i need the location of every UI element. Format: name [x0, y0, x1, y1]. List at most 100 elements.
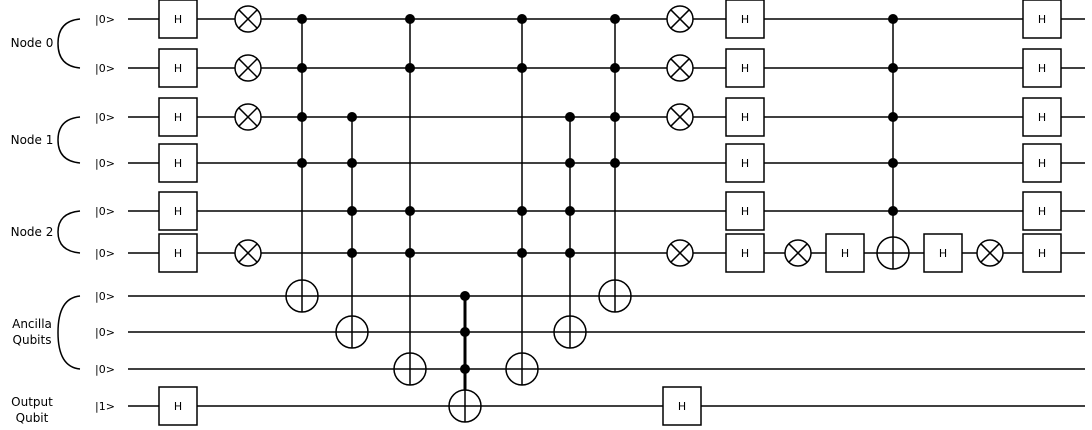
svg-text:H: H [741, 157, 749, 170]
control-dot [347, 206, 357, 216]
hadamard-gate: H [158, 386, 198, 426]
svg-text:H: H [174, 157, 182, 170]
control-dot [460, 291, 470, 301]
hadamard-gate: H [1022, 233, 1062, 273]
svg-text:H: H [174, 400, 182, 413]
cnot-target [335, 315, 369, 349]
hadamard-gate: H [923, 233, 963, 273]
control-dot [405, 63, 415, 73]
control-dot [565, 158, 575, 168]
control-dot [460, 364, 470, 374]
control-dot [347, 248, 357, 258]
qubit-init-5: |0> [95, 247, 115, 260]
qubit-init-1: |0> [95, 62, 115, 75]
group-label-1-0: Node 1 [11, 133, 54, 147]
pauli-x-gate [666, 54, 694, 82]
control-dot [517, 14, 527, 24]
control-dot [888, 112, 898, 122]
hadamard-gate: H [1022, 191, 1062, 231]
hadamard-gate: H [158, 233, 198, 273]
svg-text:H: H [741, 13, 749, 26]
control-dot [297, 14, 307, 24]
hadamard-gate: H [725, 233, 765, 273]
control-dot [405, 14, 415, 24]
control-dot [297, 158, 307, 168]
pauli-x-gate [666, 103, 694, 131]
hadamard-gate: H [1022, 143, 1062, 183]
control-dot [565, 206, 575, 216]
qubit-init-3: |0> [95, 157, 115, 170]
hadamard-gate: H [158, 0, 198, 39]
hadamard-gate: H [725, 97, 765, 137]
pauli-x-gate [666, 5, 694, 33]
group-label-3-0: Ancilla [12, 317, 52, 331]
svg-text:H: H [841, 247, 849, 260]
qubit-init-4: |0> [95, 205, 115, 218]
svg-text:H: H [174, 111, 182, 124]
svg-text:H: H [1038, 13, 1046, 26]
hadamard-gate: H [725, 143, 765, 183]
svg-text:H: H [741, 247, 749, 260]
cnot-target [505, 352, 539, 386]
cnot-target [285, 279, 319, 313]
hadamard-gate: H [725, 0, 765, 39]
hadamard-gate: H [662, 386, 702, 426]
svg-text:H: H [741, 111, 749, 124]
cnot-target [876, 236, 910, 270]
control-dot [405, 206, 415, 216]
svg-text:H: H [174, 62, 182, 75]
wires-layer [128, 18, 1085, 407]
control-dot [888, 158, 898, 168]
hadamard-gate: H [158, 97, 198, 137]
control-dot [517, 248, 527, 258]
pauli-x-gate [784, 239, 812, 267]
group-bracket-1 [57, 116, 81, 164]
control-dot [888, 206, 898, 216]
qubit-init-2: |0> [95, 111, 115, 124]
hadamard-gate: H [1022, 0, 1062, 39]
group-label-2-0: Node 2 [11, 225, 54, 239]
group-label-4-1: Qubit [16, 411, 49, 425]
group-bracket-2 [57, 210, 81, 254]
pauli-x-gate [976, 239, 1004, 267]
qubit-init-8: |0> [95, 363, 115, 376]
hadamard-gate: H [1022, 97, 1062, 137]
svg-text:H: H [741, 205, 749, 218]
pauli-x-gate [666, 239, 694, 267]
svg-text:H: H [1038, 157, 1046, 170]
group-label-4-0: Output [11, 395, 53, 409]
hadamard-gate: H [825, 233, 865, 273]
cnot-target [553, 315, 587, 349]
qubit-init-0: |0> [95, 13, 115, 26]
qubit-init-6: |0> [95, 290, 115, 303]
control-dot [347, 158, 357, 168]
svg-text:H: H [939, 247, 947, 260]
svg-text:H: H [1038, 62, 1046, 75]
group-bracket-0 [57, 18, 81, 69]
pauli-x-gate [234, 103, 262, 131]
control-dot [517, 206, 527, 216]
svg-text:H: H [174, 13, 182, 26]
svg-text:H: H [1038, 247, 1046, 260]
cnot-target [393, 352, 427, 386]
svg-text:H: H [678, 400, 686, 413]
svg-text:H: H [174, 247, 182, 260]
cnot-target [448, 389, 482, 423]
control-dot [517, 63, 527, 73]
qubit-init-7: |0> [95, 326, 115, 339]
hadamard-gate: H [1022, 48, 1062, 88]
hadamard-gate: H [158, 191, 198, 231]
group-label-0-0: Node 0 [11, 36, 54, 50]
pauli-x-gate [234, 54, 262, 82]
qubit-init-9: |1> [95, 400, 115, 413]
svg-text:H: H [1038, 205, 1046, 218]
control-dot [565, 248, 575, 258]
svg-text:H: H [1038, 111, 1046, 124]
cnot-target [598, 279, 632, 313]
hadamard-gate: H [158, 48, 198, 88]
svg-text:H: H [174, 205, 182, 218]
control-dot [405, 248, 415, 258]
